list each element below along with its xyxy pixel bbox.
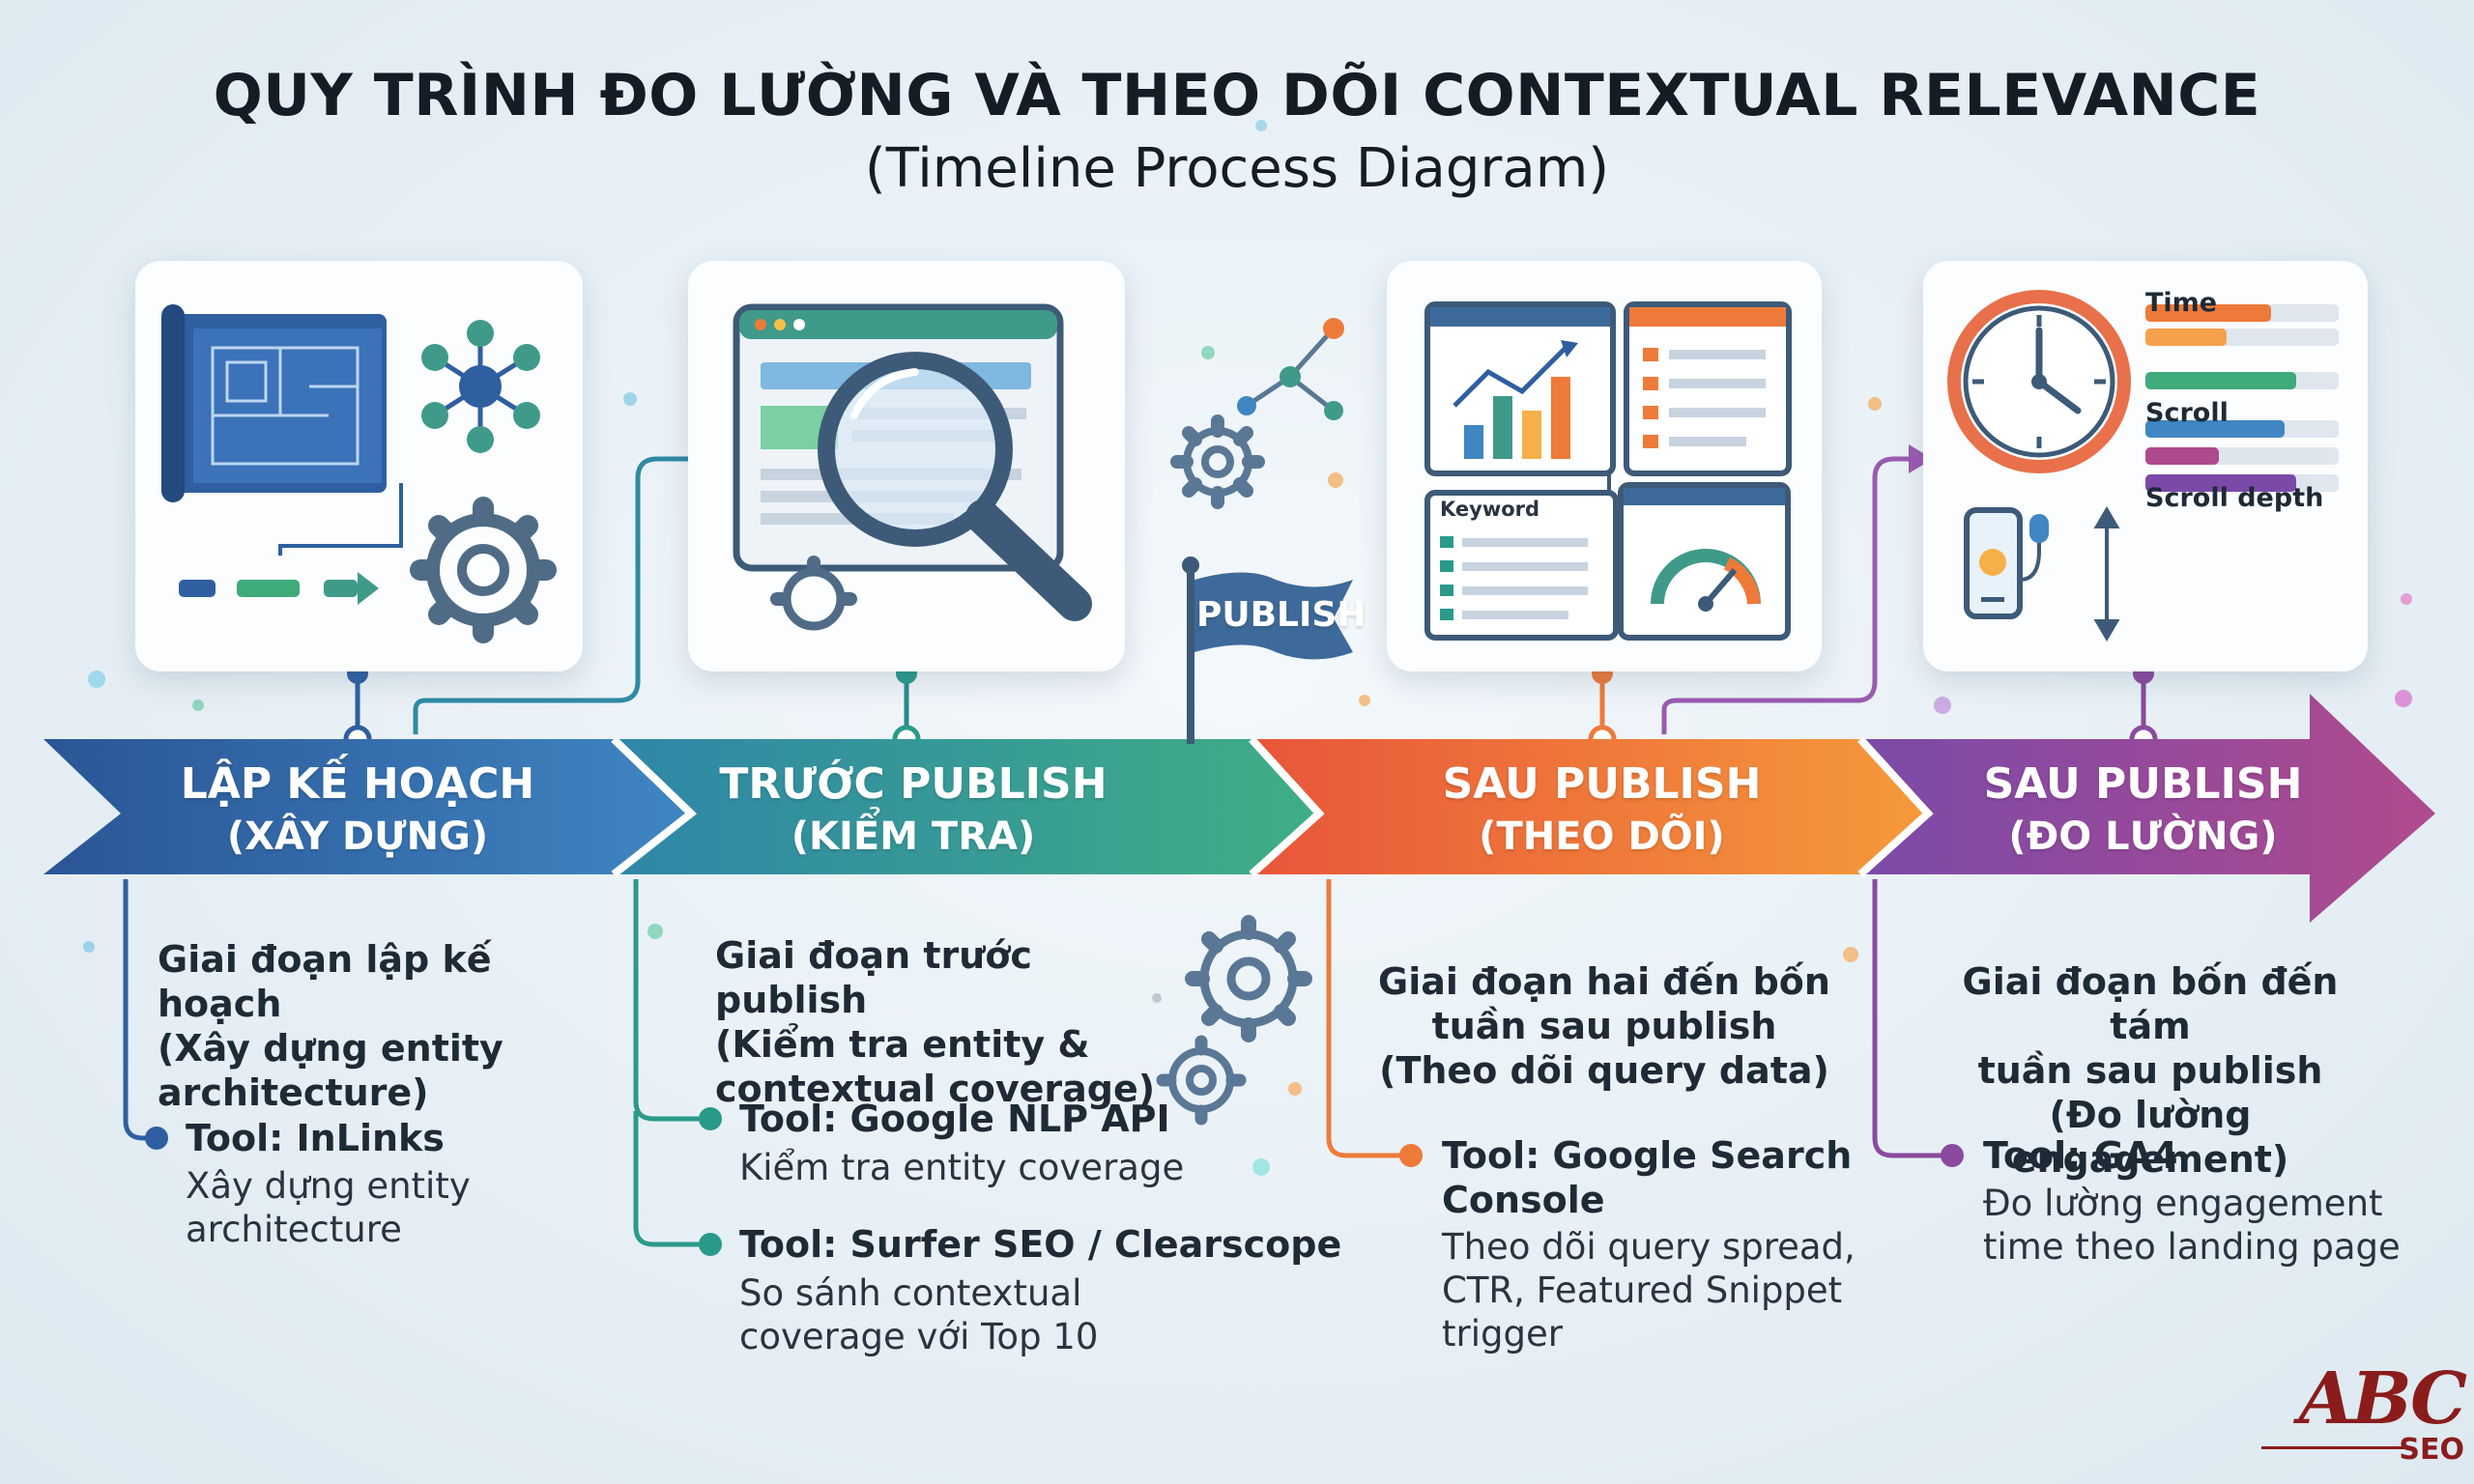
page-title: QUY TRÌNH ĐO LƯỜNG VÀ THEO DÕI CONTEXTUA…	[213, 62, 2261, 129]
metric-label-time: Time	[2145, 288, 2218, 318]
desc-line: tuần sau publish	[1977, 1049, 2323, 1092]
gear-icon	[1185, 915, 1312, 1042]
stage-3-subtitle: (THEO DÕI)	[1479, 814, 1725, 859]
stage-1-description: Giai đoạn lập kế hoạch (Xây dựng entity …	[158, 937, 583, 1115]
stage-2-description: Giai đoạn trước publish (Kiểm tra entity…	[715, 933, 1160, 1111]
desc-line: architecture)	[158, 1071, 429, 1114]
desc-line: Giai đoạn hai đến bốn	[1378, 960, 1830, 1003]
tool-desc-line: Kiểm tra entity coverage	[739, 1147, 1185, 1188]
tool-name-line: Console	[1442, 1179, 1605, 1221]
desc-line: (Đo lường engagement)	[2011, 1094, 2289, 1181]
phone-icon	[1964, 507, 2049, 619]
metric-bars	[2145, 304, 2339, 492]
tool-desc-line: Theo dõi query spread,	[1442, 1226, 1856, 1268]
stage-3-tool-name: Tool: Google Search Console	[1442, 1133, 1852, 1222]
gear-icon	[1156, 1035, 1247, 1126]
desc-line: contextual coverage)	[715, 1068, 1156, 1110]
tool-desc-line: time theo landing page	[1983, 1226, 2401, 1268]
flow-arrow-1	[413, 456, 691, 734]
metric-bar	[2145, 474, 2296, 492]
flow-arrow-2	[1661, 456, 1909, 734]
stage-4-card: Time Scroll Scroll depth	[1923, 261, 2368, 671]
scroll-arrow-icon	[2093, 506, 2120, 642]
stage-1-tool-desc: Xây dựng entity architecture	[186, 1164, 471, 1251]
clock-metrics-icon	[1947, 290, 2339, 642]
metric-bar	[2145, 447, 2219, 465]
stage-4-subtitle: (ĐO LƯỜNG)	[2008, 814, 2278, 859]
publish-flag-label: PUBLISH	[1196, 595, 1366, 635]
stage-3-card: Keyword	[1387, 261, 1822, 671]
metric-label-scroll-depth: Scroll depth	[2145, 483, 2324, 513]
blueprint-network-gear-icon	[161, 304, 557, 643]
stage-4-title: SAU PUBLISH	[1983, 759, 2303, 809]
magnifier-icon	[818, 352, 1092, 621]
stage-2-tool-2-name: Tool: Surfer SEO / Clearscope	[739, 1223, 1342, 1266]
network-icon	[421, 320, 540, 453]
stage-3-description: Giai đoạn hai đến bốn tuần sau publish (…	[1372, 959, 1836, 1093]
stage-3-title: SAU PUBLISH	[1442, 759, 1762, 809]
stage-4-tool-desc: Đo lường engagement time theo landing pa…	[1983, 1182, 2401, 1269]
desc-line: tuần sau publish	[1431, 1005, 1777, 1047]
stage-2-subtitle: (KIỂM TRA)	[791, 814, 1036, 859]
stage-1-title: LẬP KẾ HOẠCH	[180, 759, 535, 809]
timeline-band	[43, 694, 2435, 923]
desc-line: (Theo dõi query data)	[1379, 1049, 1829, 1092]
stage-3-tool-desc: Theo dõi query spread, CTR, Featured Sni…	[1442, 1225, 1856, 1356]
dashboard-charts-icon	[1424, 301, 1792, 641]
desc-line: Giai đoạn trước publish	[715, 934, 1032, 1021]
stage-4-description: Giai đoạn bốn đến tám tuần sau publish (…	[1923, 959, 2377, 1182]
desc-line: (Xây dựng entity	[158, 1027, 503, 1070]
logo-sub: SEO	[2399, 1433, 2464, 1467]
stage-1-tool-name: Tool: InLinks	[186, 1117, 445, 1159]
metric-bar	[2145, 328, 2227, 346]
stage-1-label: LẬP KẾ HOẠCH (XÂY DỰNG)	[145, 758, 570, 863]
stage-2-tool-1-name: Tool: Google NLP API	[739, 1098, 1170, 1140]
desc-line: (Kiểm tra entity &	[715, 1023, 1090, 1066]
gear-icon	[770, 556, 857, 631]
brand-logo: ABC SEO	[2261, 1357, 2467, 1471]
stage-4-label: SAU PUBLISH (ĐO LƯỜNG)	[1923, 758, 2363, 863]
stage-2-title: TRƯỚC PUBLISH	[719, 759, 1108, 809]
stage-2-label: TRƯỚC PUBLISH (KIỂM TRA)	[696, 758, 1131, 863]
stage-1-card	[135, 261, 583, 671]
logo-main: ABC	[2298, 1357, 2467, 1441]
stage-4-tool-name: Tool: GA4	[1983, 1134, 2178, 1177]
stage-2-tool-1-desc: Kiểm tra entity coverage	[739, 1146, 1184, 1189]
clock-icon	[1947, 290, 2131, 473]
tool-desc-line: Đo lường engagement	[1983, 1183, 2383, 1224]
tool-desc-line: CTR, Featured Snippet	[1442, 1270, 1843, 1311]
stage-3-label: SAU PUBLISH (THEO DÕI)	[1382, 758, 1822, 863]
tool-desc-line: coverage với Top 10	[739, 1316, 1099, 1357]
gear-icon	[1170, 414, 1265, 509]
browser-magnifier-icon	[733, 303, 1092, 631]
tool-desc-line: architecture	[186, 1209, 402, 1250]
network-icon	[1237, 318, 1344, 420]
page-subtitle: (Timeline Process Diagram)	[864, 137, 1610, 200]
dashboard-keyword-label: Keyword	[1440, 498, 1540, 521]
desc-line: Giai đoạn lập kế hoạch	[158, 938, 492, 1025]
metric-bar	[2145, 372, 2296, 389]
gear-icon	[410, 497, 557, 643]
flow-arrowhead-2	[1909, 444, 1933, 473]
stage-2-card	[688, 261, 1125, 671]
decorative-dots	[83, 120, 2412, 1176]
metric-bar	[2145, 420, 2285, 438]
tool-desc-line: So sánh contextual	[739, 1272, 1082, 1314]
stage-2-tool-2-desc: So sánh contextual coverage với Top 10	[739, 1271, 1098, 1358]
tool-desc-line: Xây dựng entity	[186, 1165, 471, 1207]
tool-connectors	[123, 879, 1964, 1256]
metric-label-scroll: Scroll	[2145, 398, 2229, 428]
stage-1-subtitle: (XÂY DỰNG)	[226, 814, 489, 859]
publish-flag	[1182, 556, 1353, 744]
tool-desc-line: trigger	[1442, 1313, 1563, 1355]
desc-line: Giai đoạn bốn đến tám	[1962, 960, 2339, 1047]
tool-name-line: Tool: Google Search	[1442, 1134, 1853, 1177]
metric-bar	[2145, 304, 2271, 322]
